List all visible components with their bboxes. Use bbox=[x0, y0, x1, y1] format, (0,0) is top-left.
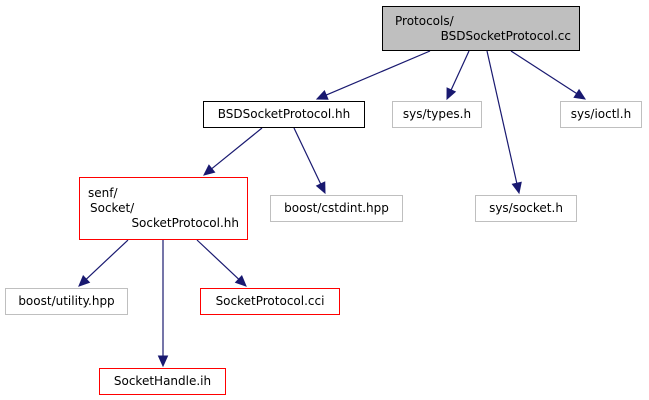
edge-root-to-bsd-hh bbox=[315, 50, 431, 100]
node-socketprotocol-cci[interactable]: SocketProtocol.cci bbox=[200, 288, 340, 315]
node-socketprotocol-hh[interactable]: senf/ Socket/ SocketProtocol.hh bbox=[79, 177, 248, 240]
node-sockethandle-ih[interactable]: SocketHandle.ih bbox=[99, 368, 226, 395]
node-sys-ioctl-h[interactable]: sys/ioctl.h bbox=[560, 101, 642, 128]
edge-sp-hh-to-boost-utility-arrowhead bbox=[78, 274, 91, 287]
edge-root-to-sys-socket-arrowhead bbox=[511, 181, 522, 195]
node-sh-ih-label: SocketHandle.ih bbox=[113, 374, 212, 388]
node-sys-socket-h[interactable]: sys/socket.h bbox=[475, 195, 577, 222]
node-root-line1: Protocols/ bbox=[395, 13, 454, 28]
edge-sp-hh-to-boost-utility-line bbox=[85, 239, 129, 280]
edge-root-to-sys-types-line bbox=[450, 50, 470, 91]
edge-bsd-hh-to-sp-hh-arrowhead bbox=[203, 164, 216, 176]
edge-bsd-hh-to-sp-hh bbox=[203, 127, 263, 176]
node-boost-cstdint-label: boost/cstdint.hpp bbox=[284, 201, 389, 215]
edge-root-to-sys-ioctl bbox=[510, 50, 587, 100]
node-bsdsocketprotocol-cc[interactable]: Protocols/ BSDSocketProtocol.cc bbox=[382, 6, 580, 51]
edge-root-to-sys-types bbox=[446, 50, 470, 101]
edge-root-to-sys-socket bbox=[486, 50, 522, 195]
node-sys-ioctl-label: sys/ioctl.h bbox=[570, 107, 632, 121]
edge-root-to-sys-socket-line bbox=[486, 50, 518, 184]
node-root-line2: BSDSocketProtocol.cc bbox=[440, 28, 571, 43]
node-boost-cstdint-hpp[interactable]: boost/cstdint.hpp bbox=[270, 195, 403, 222]
node-bsd-hh-label: BSDSocketProtocol.hh bbox=[217, 107, 351, 121]
node-sp-hh-line1: senf/ bbox=[88, 186, 118, 200]
edge-bsd-hh-to-cstdint-arrowhead bbox=[315, 181, 326, 195]
edge-sp-hh-to-sp-cci-line bbox=[196, 239, 240, 280]
edge-root-to-bsd-hh-arrowhead bbox=[315, 90, 329, 100]
edge-root-to-sys-ioctl-line bbox=[510, 50, 577, 95]
edge-sp-hh-to-sp-cci-arrowhead bbox=[234, 274, 247, 287]
node-sys-socket-label: sys/socket.h bbox=[489, 201, 563, 215]
edge-sp-hh-to-sockethandle-arrowhead bbox=[157, 355, 169, 368]
node-boost-utility-label: boost/utility.hpp bbox=[18, 294, 115, 308]
node-boost-utility-hpp[interactable]: boost/utility.hpp bbox=[5, 288, 128, 315]
edge-bsd-hh-to-cstdint bbox=[293, 127, 326, 195]
edge-root-to-bsd-hh-line bbox=[325, 50, 431, 96]
edge-sp-hh-to-sockethandle bbox=[157, 240, 169, 368]
node-bsdsocketprotocol-hh[interactable]: BSDSocketProtocol.hh bbox=[203, 101, 365, 128]
node-sys-types-h[interactable]: sys/types.h bbox=[392, 101, 482, 128]
edge-sp-hh-to-boost-utility bbox=[78, 239, 129, 287]
edge-bsd-hh-to-sp-hh-line bbox=[211, 127, 263, 170]
edge-sp-hh-to-sp-cci bbox=[196, 239, 247, 287]
edge-root-to-sys-types-arrowhead bbox=[446, 87, 457, 101]
edge-bsd-hh-to-cstdint-line bbox=[293, 127, 322, 185]
node-sp-hh-line3: SocketProtocol.hh bbox=[131, 216, 239, 230]
node-sp-hh-line2: Socket/ bbox=[90, 201, 135, 215]
node-sys-types-label: sys/types.h bbox=[402, 107, 472, 121]
edge-root-to-sys-ioctl-arrowhead bbox=[573, 88, 587, 100]
node-sp-cci-label: SocketProtocol.cci bbox=[215, 294, 325, 308]
